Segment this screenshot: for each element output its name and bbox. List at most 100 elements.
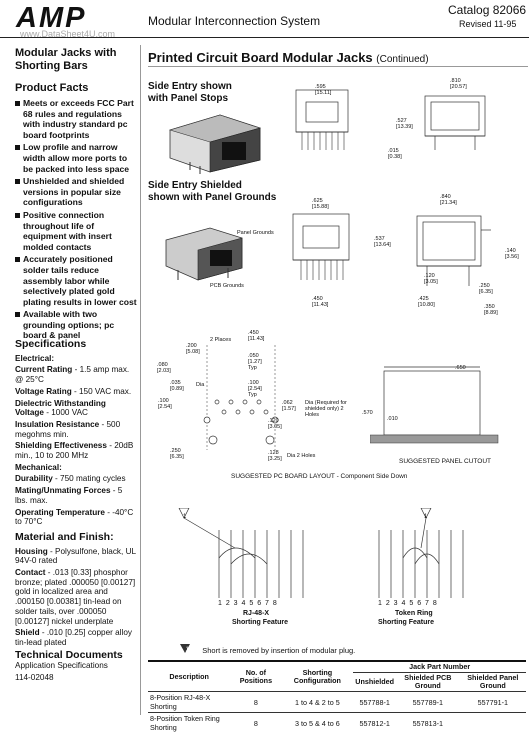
table-cell: 1 to 4 & 2 to 5 [281, 692, 353, 713]
facts-heading: Product Facts [15, 82, 137, 94]
spec-heading: Specifications [15, 340, 137, 350]
fact-item: Available with two grounding options; pc… [15, 309, 137, 341]
dim-label: .250[6.35] [170, 448, 184, 460]
dim-label: .570 [362, 410, 373, 416]
dim-value: [3.56] [505, 254, 519, 260]
fact-item: Meets or exceeds FCC Part 68 rules and r… [15, 98, 137, 140]
spec-label: Voltage Rating [15, 387, 72, 396]
dim-value: [15.11] [315, 90, 331, 96]
note-text: Short is removed by insertion of modular… [202, 646, 355, 655]
dim-label: .650 [455, 365, 466, 371]
dim-value: [13.64] [374, 242, 391, 248]
spec-current: Current Rating - 1.5 amp max. @ 25°C [15, 365, 137, 384]
material-heading: Material and Finish: [15, 533, 137, 543]
fig2-title-line: Side Entry Shielded [148, 180, 276, 192]
dim-value: [1.57] [282, 406, 296, 412]
dim-label: .200[5.08] [186, 343, 200, 355]
dim-label: .100[2.54] [158, 398, 172, 410]
dim-label: .527[13.39] [396, 118, 413, 130]
specifications: Specifications Electrical: Current Ratin… [15, 340, 137, 685]
dim-value: [6.35] [479, 289, 493, 295]
spec-durability: Durability - 750 mating cycles [15, 474, 137, 484]
header-subtitle: Modular Interconnection System [148, 14, 320, 28]
fact-item: Low profile and narrow width allow more … [15, 142, 137, 174]
table-cell: 8 [230, 692, 281, 713]
dim-value: [3.25] [268, 456, 282, 462]
spec-value: - 750 mating cycles [53, 474, 126, 483]
fact-item: Unshielded and shielded versions in popu… [15, 176, 137, 208]
panel-grounds-label: Panel Grounds [237, 230, 274, 236]
dim-label: .062[1.57] [282, 400, 296, 412]
cutout-caption: SUGGESTED PANEL CUTOUT [399, 458, 491, 465]
dim-label: .537[13.64] [374, 236, 391, 248]
table-cell: 557791-1 [460, 692, 526, 713]
spec-value: - 150 VAC max. [72, 387, 131, 396]
rj-subtitle: Shorting Feature [232, 619, 288, 626]
fig1-title-line: Side Entry shown [148, 81, 232, 93]
dim-label: .035[0.89] [170, 380, 184, 392]
group-header: Jack Part Number [353, 661, 526, 673]
note-number: 1 [185, 647, 188, 653]
fact-item: Accurately positioned solder tails reduc… [15, 254, 137, 307]
dim-label: .425[10.80] [418, 296, 435, 308]
col-header: Shielded Panel Ground [460, 673, 526, 692]
shielded-jack-front-view [283, 196, 363, 291]
spec-label: Housing [15, 547, 48, 556]
dim-value: [2.54] [158, 404, 172, 410]
dim-label: .100[2.54]Typ [248, 380, 262, 398]
token-ring-schematic [345, 508, 475, 608]
fig2-title-line: shown with Panel Grounds [148, 192, 276, 204]
shielded-jack-iso-drawing [158, 218, 246, 288]
spec-label: Shield [15, 628, 40, 637]
table-cell: 8-Position RJ-48-X Shorting [148, 692, 230, 713]
spec-label: Insulation Resistance [15, 420, 99, 429]
dim-value: [8.89] [484, 310, 498, 316]
tr-subtitle: Shorting Feature [378, 619, 434, 626]
electrical-heading: Electrical: [15, 354, 137, 364]
spec-label: Durability [15, 474, 53, 483]
dim-value: Typ [248, 392, 262, 398]
title-rule [148, 66, 528, 67]
dim-value: [11.43] [248, 336, 264, 342]
tech-heading: Technical Documents [15, 651, 137, 661]
mechanical-heading: Mechanical: [15, 463, 137, 473]
dim-label: .128[3.25] [268, 450, 282, 462]
product-facts: Product Facts Meets or exceeds FCC Part … [15, 82, 137, 343]
dim-value: [21.34] [440, 200, 457, 206]
col-header: Unshielded [353, 673, 396, 692]
tr-title: Token Ring [395, 610, 433, 617]
dim-label: .015[0.38] [388, 148, 402, 160]
dim-note: Dia 2 Holes [287, 453, 315, 459]
note-marker: 1 [183, 514, 186, 520]
spec-dielectric: Dielectric Withstanding Voltage - 1000 V… [15, 399, 137, 418]
spec-voltage: Voltage Rating - 150 VAC max. [15, 387, 137, 397]
col-header: Shorting Configuration [281, 661, 353, 692]
table-header-row: Description No. of Positions Shorting Co… [148, 661, 526, 673]
dim-label: .450[11.43] [248, 330, 264, 342]
sidebar-title: Modular Jacks with Shorting Bars [15, 47, 135, 73]
table-row: 8-Position RJ-48-X Shorting 8 1 to 4 & 2… [148, 692, 526, 713]
tech-line: Application Specifications [15, 661, 137, 671]
revision-date: Revised 11-95 [459, 19, 516, 29]
tr-pin-numbers: 1 2 3 4 5 6 7 8 [378, 600, 438, 607]
dim-label: .450[11.43] [312, 296, 328, 308]
col-header: Shielded PCB Ground [396, 673, 460, 692]
dim-value: [0.38] [388, 154, 402, 160]
spec-label: Shielding Effectiveness [15, 441, 107, 450]
pcb-grounds-label: PCB Grounds [210, 283, 244, 289]
rj48x-schematic [175, 508, 305, 608]
rj-title: RJ-48-X [243, 610, 269, 617]
catalog-number: Catalog 82066 [448, 3, 526, 17]
spec-mating: Mating/Unmating Forces - 5 lbs. max. [15, 486, 137, 505]
dim-value: [0.89] [170, 386, 184, 392]
dim-value: [20.57] [450, 84, 467, 90]
page-title-text: Printed Circuit Board Modular Jacks [148, 50, 373, 65]
spec-value: - 1000 VAC [44, 408, 88, 417]
dim-label: .120[3.05] [268, 418, 282, 430]
dim-label: .810[20.57] [450, 78, 467, 90]
facts-list: Meets or exceeds FCC Part 68 rules and r… [15, 98, 137, 341]
dim-label: 2 Places [210, 337, 231, 343]
rj-pin-numbers: 1 2 3 4 5 6 7 8 [218, 600, 278, 607]
dim-value: [13.39] [396, 124, 413, 130]
note-marker: 1 [424, 514, 427, 520]
